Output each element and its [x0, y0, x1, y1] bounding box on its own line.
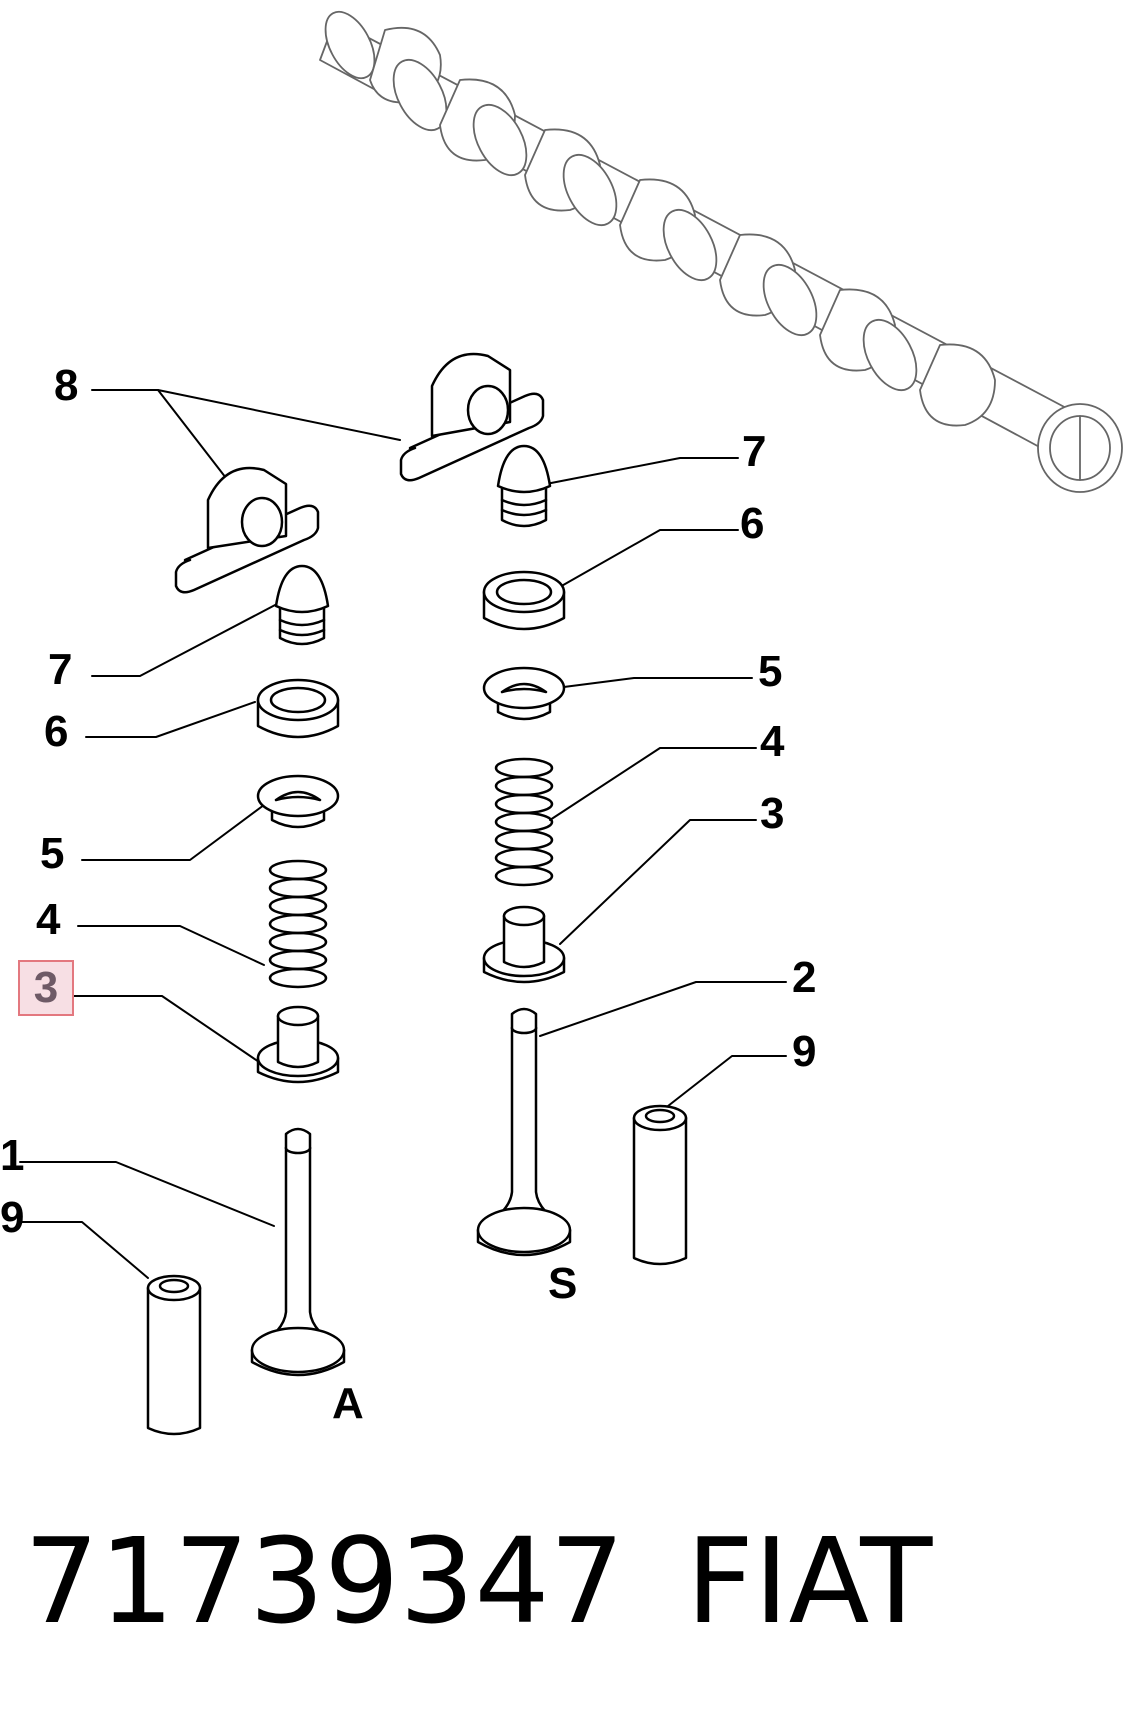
part-number: 71739347: [24, 1512, 625, 1650]
rocker-follower-icon: [399, 352, 545, 482]
callout-8: 8: [54, 361, 79, 410]
callout-2: 2: [792, 953, 817, 1002]
exhaust-label: S: [548, 1259, 578, 1308]
spring-retainer-icon: [256, 774, 340, 829]
valve-cap-icon: [274, 564, 330, 646]
callout-6-left: 6: [44, 707, 69, 756]
valve-icon: [250, 1127, 346, 1377]
valve-seat-icon: [482, 570, 566, 631]
valve-stem-seal-icon: [482, 905, 566, 984]
valve-cap-icon: [496, 444, 552, 528]
callout-6-right: 6: [740, 499, 765, 548]
valve-guide-icon: [146, 1274, 202, 1436]
spring-retainer-icon: [482, 666, 566, 721]
callout-9-left: 9: [0, 1193, 25, 1242]
valve-guide-icon: [632, 1104, 688, 1266]
callout-4-left: 4: [36, 895, 61, 944]
callout-5-left: 5: [40, 829, 65, 878]
callout-7-right: 7: [742, 427, 767, 476]
callout-3-left-highlighted[interactable]: 3: [18, 960, 74, 1016]
callout-7-left: 7: [48, 645, 73, 694]
callout-3-right: 3: [760, 789, 785, 838]
valve-stem-seal-icon: [256, 1005, 340, 1084]
callout-4-right: 4: [760, 717, 785, 766]
rocker-follower-icon: [174, 466, 320, 594]
brand-name: FIAT: [686, 1512, 933, 1650]
valve-icon: [476, 1007, 572, 1257]
callout-9-right: 9: [792, 1027, 817, 1076]
callout-5-right: 5: [758, 647, 783, 696]
valve-spring-icon: [268, 859, 328, 989]
camshaft-icon: [319, 10, 1123, 493]
intake-label: A: [332, 1379, 364, 1428]
valve-spring-icon: [494, 757, 554, 887]
valve-seat-icon: [256, 678, 340, 739]
callout-1: 1: [0, 1131, 25, 1180]
